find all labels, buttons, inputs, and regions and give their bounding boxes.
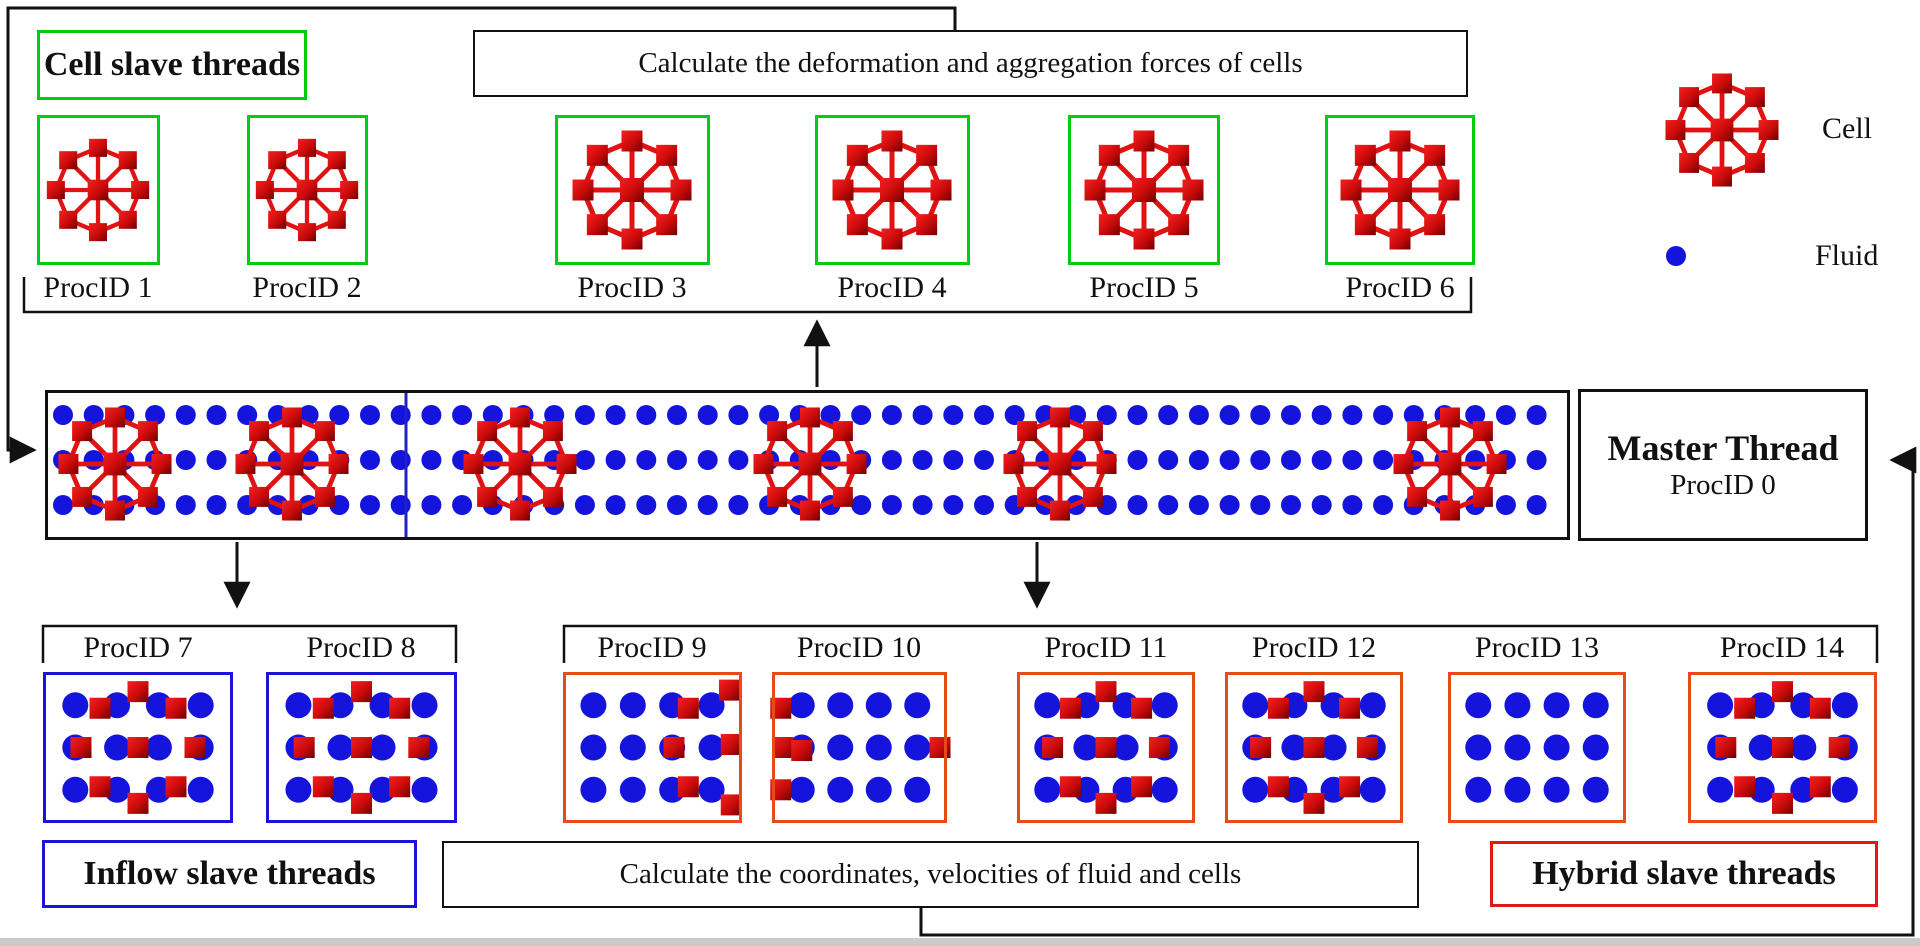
hybrid-title-box: Hybrid slave threads — [1490, 841, 1878, 907]
proc-label-14: ProcID 14 — [1719, 631, 1845, 664]
cell-slave-title-box: Cell slave threads — [37, 30, 307, 100]
proc-label-0: ProcID 0 — [1670, 469, 1776, 502]
proc-label-3: ProcID 3 — [577, 271, 687, 304]
cell-slave-title: Cell slave threads — [43, 46, 301, 83]
cell-proc-box-3 — [555, 115, 710, 265]
proc-label-13: ProcID 13 — [1474, 631, 1600, 664]
master-thread-title: Master Thread — [1607, 427, 1839, 468]
hybrid-proc-box-12 — [1225, 672, 1403, 823]
proc-label-2: ProcID 2 — [252, 271, 362, 304]
proc-label-11: ProcID 11 — [1044, 631, 1168, 664]
hybrid-proc-box-10 — [772, 672, 947, 823]
cell-proc-box-6 — [1325, 115, 1475, 265]
master-domain-box — [45, 390, 1570, 540]
hybrid-proc-box-14 — [1688, 672, 1877, 823]
hybrid-proc-box-11 — [1017, 672, 1195, 823]
cell-proc-box-5 — [1068, 115, 1220, 265]
top-action-box: Calculate the deformation and aggregatio… — [473, 30, 1468, 97]
bottom-action-text: Calculate the coordinates, velocities of… — [619, 858, 1242, 890]
bottom-gray-strip — [0, 938, 1920, 946]
cell-proc-box-1 — [37, 115, 160, 265]
inflow-title: Inflow slave threads — [83, 855, 376, 892]
inflow-proc-box-7 — [43, 672, 233, 823]
legend-cell-label: Cell — [1822, 112, 1872, 145]
proc-label-5: ProcID 5 — [1089, 271, 1199, 304]
cell-proc-box-4 — [815, 115, 970, 265]
inflow-proc-box-8 — [266, 672, 457, 823]
hybrid-proc-box-13 — [1448, 672, 1626, 823]
hybrid-title: Hybrid slave threads — [1532, 855, 1836, 892]
proc-label-1: ProcID 1 — [43, 271, 153, 304]
proc-label-9: ProcID 9 — [597, 631, 707, 664]
proc-label-12: ProcID 12 — [1251, 631, 1377, 664]
legend-fluid-label: Fluid — [1815, 239, 1879, 272]
bottom-action-box: Calculate the coordinates, velocities of… — [442, 841, 1419, 908]
proc-label-4: ProcID 4 — [837, 271, 947, 304]
proc-label-7: ProcID 7 — [83, 631, 193, 664]
top-action-text: Calculate the deformation and aggregatio… — [638, 47, 1303, 79]
cell-proc-box-2 — [247, 115, 368, 265]
proc-label-10: ProcID 10 — [796, 631, 922, 664]
hybrid-proc-box-9 — [563, 672, 742, 823]
inflow-title-box: Inflow slave threads — [42, 840, 417, 908]
proc-label-8: ProcID 8 — [306, 631, 416, 664]
master-thread-box: Master Thread ProcID 0 — [1578, 389, 1868, 541]
proc-label-6: ProcID 6 — [1345, 271, 1455, 304]
